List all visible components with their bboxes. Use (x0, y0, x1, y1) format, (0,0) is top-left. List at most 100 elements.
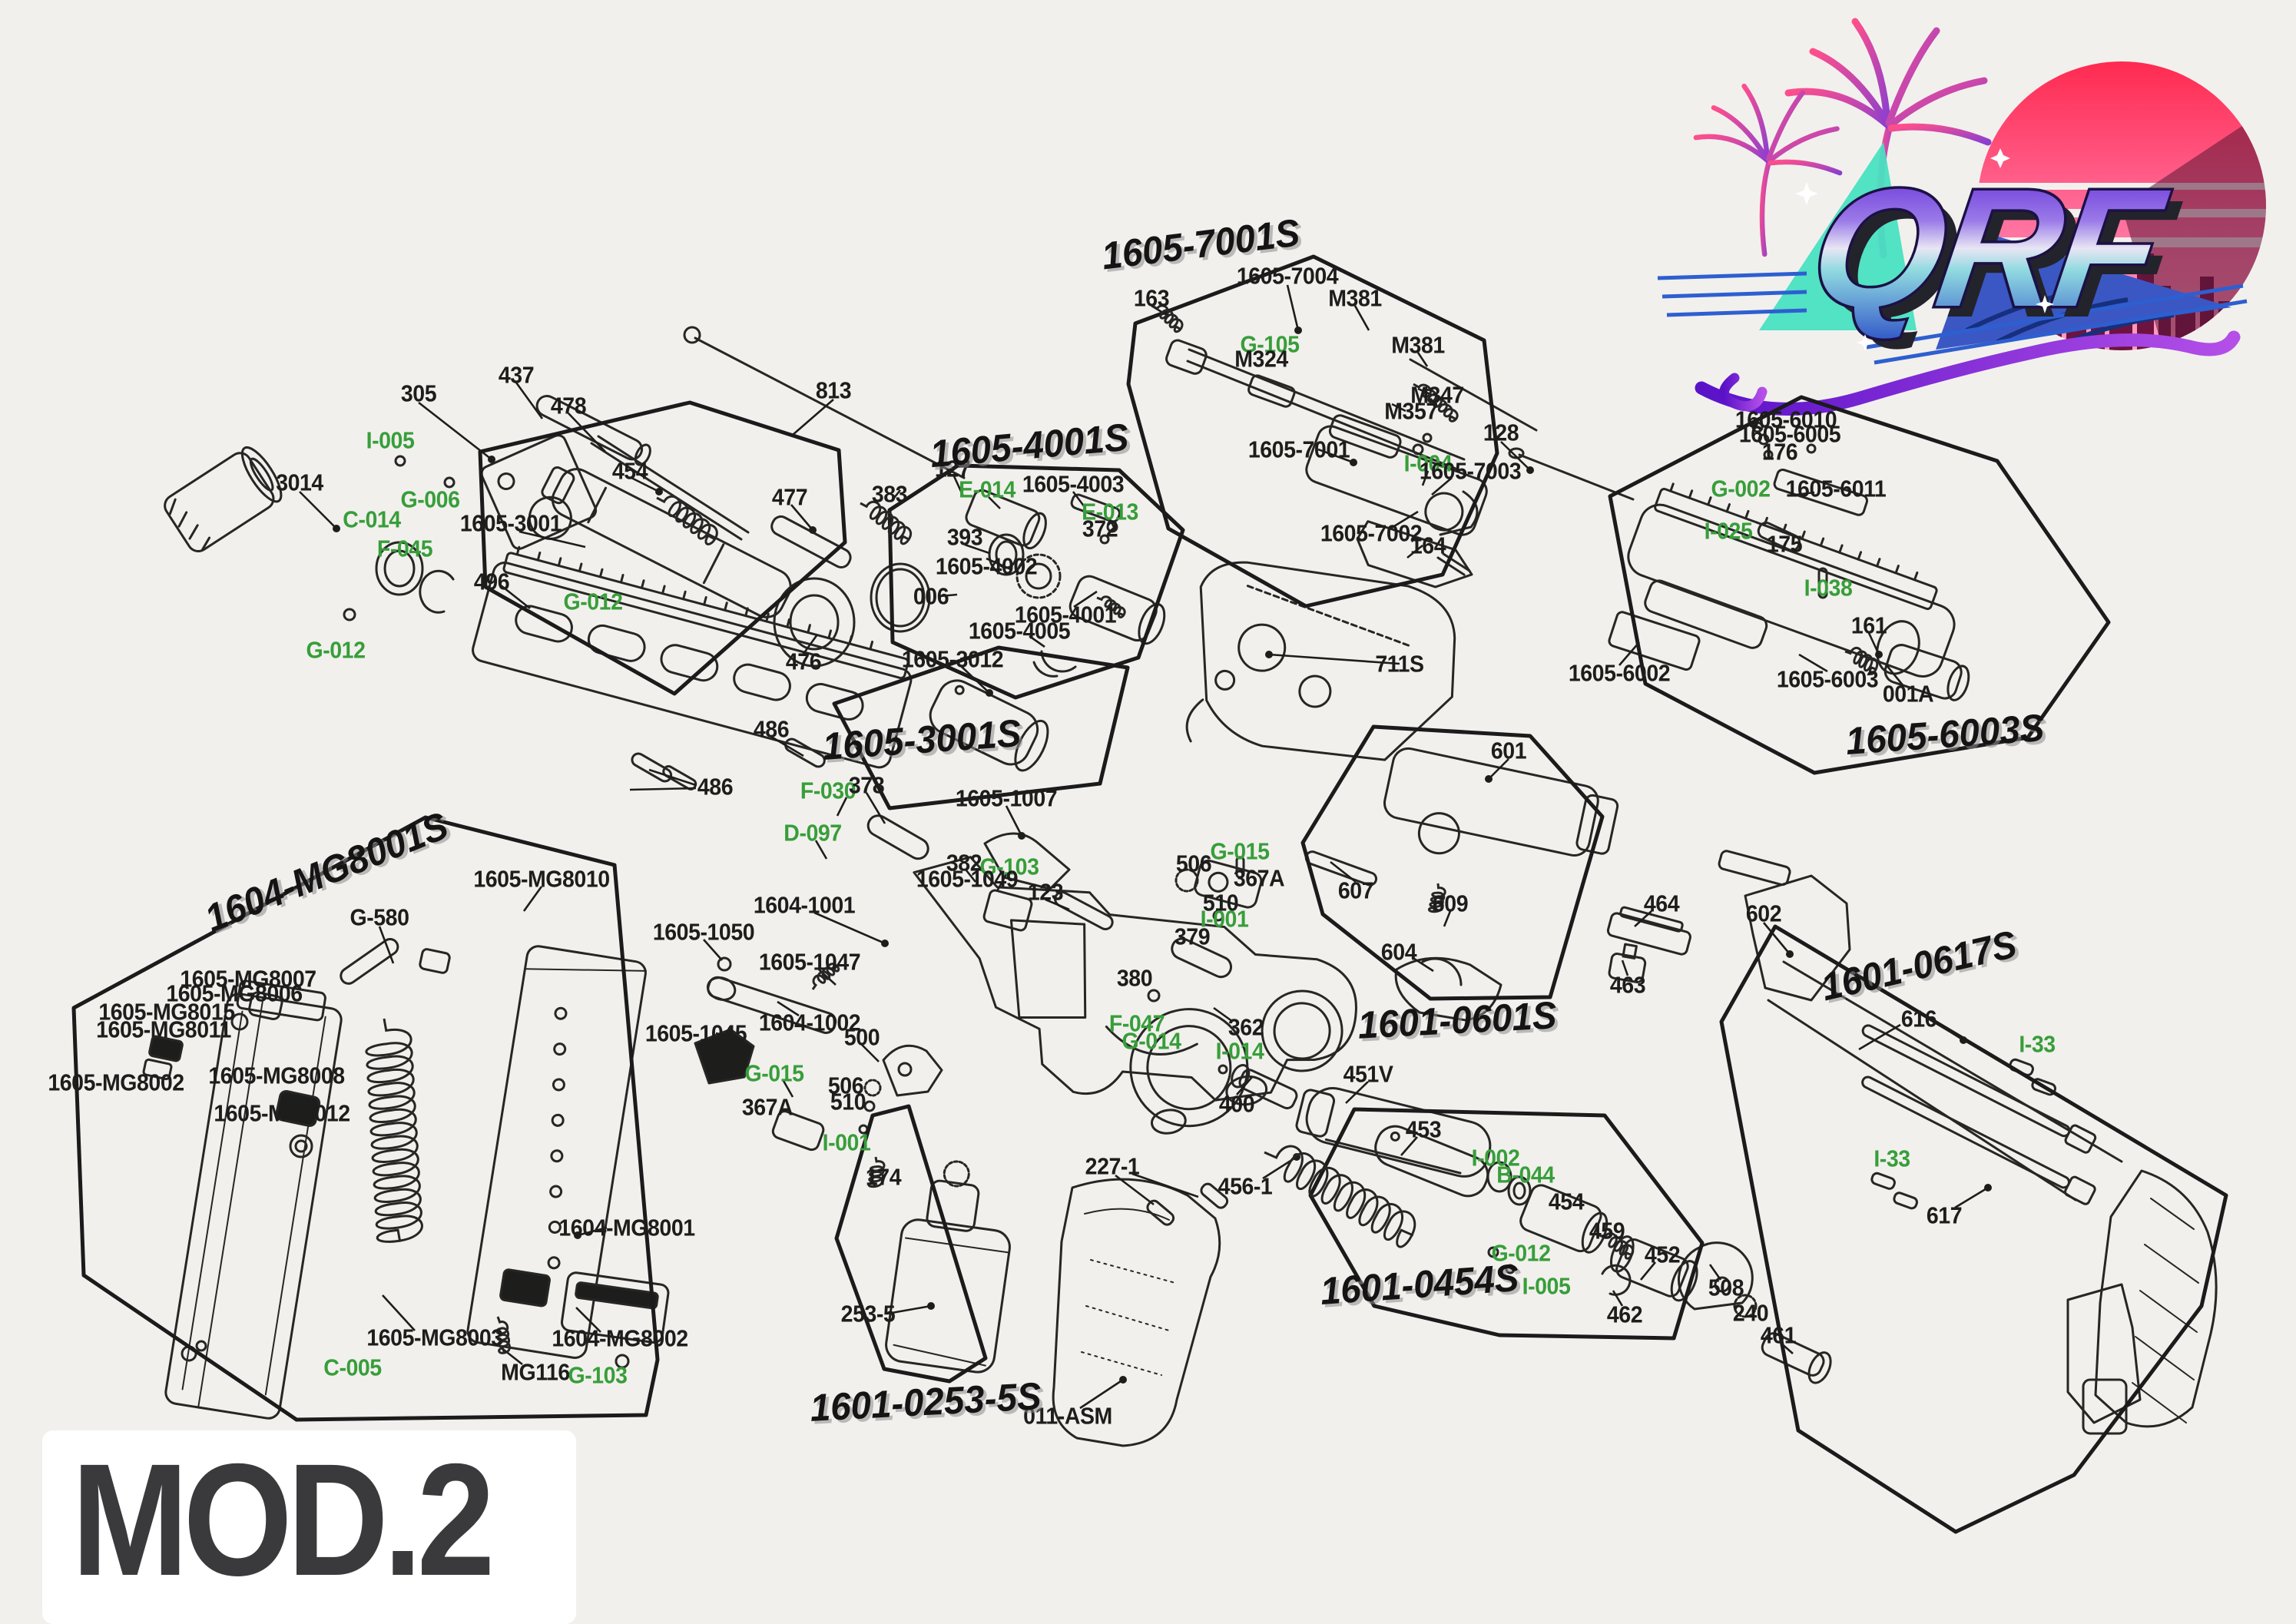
ref-label-f-030: F-030 (800, 777, 856, 804)
leader-dot (1294, 326, 1302, 334)
leader-line (1500, 441, 1531, 471)
leader-line (1317, 448, 1354, 464)
leader-line (1353, 305, 1370, 331)
group-outline-6003s (1608, 395, 2111, 775)
leader-line (1443, 910, 1452, 927)
spring-art (656, 495, 718, 545)
part-label-1605-7001: 1605-7001 (1247, 436, 1350, 463)
leader-dot (1526, 466, 1534, 474)
part-label-477: 477 (771, 483, 808, 511)
part-label-1605-4001: 1605-4001 (1014, 601, 1117, 628)
group-outline-7001s (1126, 254, 1499, 608)
part-label-011-asm: 011-ASM (1023, 1402, 1112, 1430)
leader-dot (927, 1302, 935, 1310)
ref-label-i-001: I-001 (1200, 905, 1249, 933)
part-label-461: 461 (1760, 1321, 1797, 1349)
part-label-1604-mg8001: 1604-MG8001 (558, 1214, 695, 1241)
spring-art (860, 500, 913, 545)
leader-line (790, 504, 813, 531)
part-label-510: 510 (1202, 889, 1239, 916)
part-label-1604-mg8002: 1604-MG8002 (552, 1324, 688, 1352)
part-label-1605-3001: 1605-3001 (459, 509, 562, 537)
leader-line (953, 476, 965, 497)
part-label-1605-mg8003: 1605-MG8003 (366, 1324, 503, 1351)
ref-label-g-015: G-015 (1210, 837, 1270, 865)
part-label-1605-4003: 1605-4003 (1022, 470, 1125, 498)
part-label-1605-6002: 1605-6002 (1568, 659, 1671, 687)
leader-line (996, 873, 1008, 892)
part-label-1605-1050: 1605-1050 (652, 918, 755, 946)
leader-line (792, 399, 834, 436)
part-label-1605-4005: 1605-4005 (968, 617, 1071, 645)
spring-art (1096, 595, 1126, 618)
part-label-393: 393 (946, 523, 983, 551)
part-label-1605-mg8011: 1605-MG8011 (96, 1016, 231, 1043)
group-outline-0617s (1719, 924, 2228, 1534)
group-outline-4001s (887, 463, 1185, 700)
part-label-463: 463 (1609, 971, 1646, 999)
leader-line (1073, 590, 1098, 608)
part-label-486: 486 (697, 773, 734, 800)
qrf-logo: QRF QRF (1657, 18, 2266, 416)
spring-art (1264, 1145, 1416, 1248)
leader-line (886, 1304, 932, 1315)
part-label-1605-mg8015: 1605-MG8015 (98, 998, 235, 1026)
leader-line (802, 634, 819, 655)
spring-art (1413, 383, 1459, 423)
part-label-305: 305 (400, 379, 437, 407)
part-label-176: 176 (1761, 438, 1798, 466)
part-label-453: 453 (1405, 1115, 1442, 1143)
leader-dot (574, 1231, 581, 1239)
leader-line (515, 382, 544, 419)
ref-label-i-33: I-33 (2019, 1030, 2056, 1058)
ref-label-i-002: I-002 (1471, 1144, 1520, 1172)
leader-line (1391, 403, 1406, 413)
part-label-1605-7004: 1605-7004 (1236, 262, 1339, 290)
part-label-1605-7003: 1605-7003 (1419, 457, 1522, 485)
group-outline-0454s (1308, 1107, 1705, 1341)
ref-label-d-097: D-097 (784, 819, 842, 847)
model-badge: MOD.2 (42, 1430, 576, 1624)
ref-label-f-047: F-047 (1108, 1009, 1165, 1037)
leader-line (813, 911, 886, 945)
part-label-1605-4002: 1605-4002 (935, 552, 1038, 580)
leader-line (577, 1226, 608, 1237)
leader-line (865, 792, 886, 824)
part-label-253-5: 253-5 (840, 1300, 896, 1327)
leader-line (836, 797, 848, 817)
ref-label-g-012: G-012 (563, 588, 623, 615)
part-label-454: 454 (1548, 1188, 1585, 1215)
part-label-1604-1001: 1604-1001 (753, 891, 856, 919)
leader-line (964, 543, 990, 555)
ref-label-i-005: I-005 (366, 426, 415, 454)
spring-art (1599, 1232, 1635, 1260)
leader-line (522, 886, 543, 912)
leader-line (1639, 1261, 1657, 1281)
ref-label-c-005: C-005 (323, 1354, 382, 1381)
part-label-g-580: G-580 (350, 903, 409, 931)
leader-line (575, 1307, 601, 1333)
part-label-240: 240 (1732, 1299, 1769, 1327)
part-label-1605-6011: 1605-6011 (1785, 475, 1887, 502)
part-label-454: 454 (611, 457, 648, 485)
leader-line (1421, 470, 1430, 486)
part-label-382: 382 (946, 849, 982, 877)
leader-line (519, 530, 586, 549)
leader-line (568, 413, 606, 452)
part-label-616: 616 (1900, 1005, 1937, 1032)
leader-dot (1984, 1184, 1992, 1191)
leader-line (1885, 665, 1905, 687)
leader-line (1406, 544, 1423, 559)
leader-line (648, 768, 697, 787)
leader-line (629, 787, 697, 791)
part-label-1605-1045: 1605-1045 (644, 1019, 747, 1047)
leader-line (1954, 1186, 1989, 1209)
leader-line (1708, 1264, 1722, 1281)
leader-dot (655, 488, 663, 495)
part-label-456-1: 456-1 (1218, 1172, 1273, 1200)
part-label-m381: M381 (1391, 331, 1445, 359)
leader-dot (986, 689, 993, 697)
leader-dot (809, 526, 817, 534)
part-label-462: 462 (1606, 1301, 1643, 1328)
